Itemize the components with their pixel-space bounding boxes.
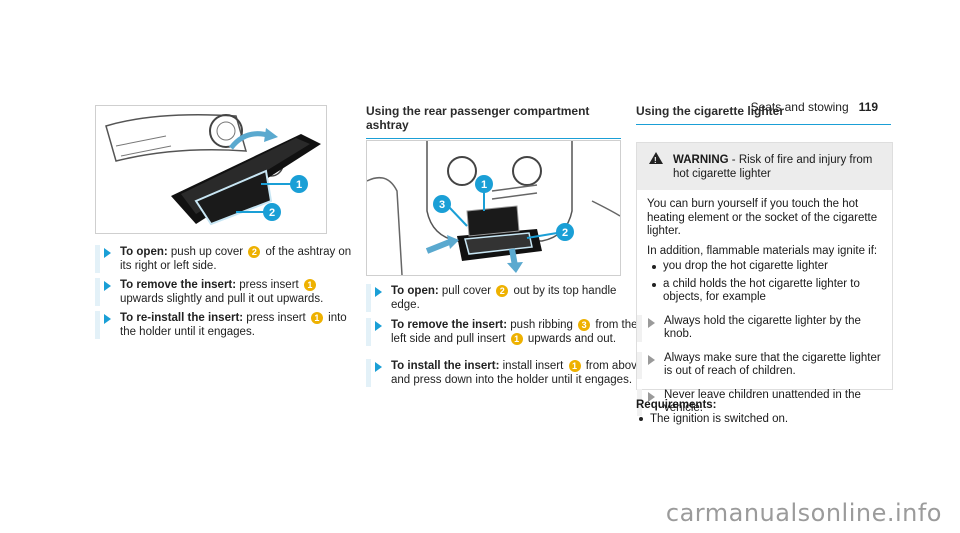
list-item: you drop the hot cigarette lighter <box>647 260 882 274</box>
watermark: carmanualsonline.info <box>665 499 942 527</box>
fig1-callout-1: 1 <box>296 179 302 191</box>
page-header: Seats and stowing 119 <box>751 100 878 114</box>
callout-number: 1 <box>310 311 323 324</box>
callout-number: 2 <box>496 284 509 297</box>
warning-paragraph-1: You can burn yourself if you touch the h… <box>647 198 878 237</box>
requirements-title: Requirements: <box>636 399 717 411</box>
warning-step: Always make sure that the cigarette ligh… <box>637 351 882 379</box>
warning-step: Always hold the cigarette lighter by the… <box>637 314 882 342</box>
col2-step-install: To install the insert: install insert 1 … <box>366 359 646 387</box>
section-name: Seats and stowing <box>750 100 849 114</box>
page-number: 119 <box>858 100 878 114</box>
fig2-callout-3: 3 <box>439 199 445 211</box>
step-arrow-icon <box>104 248 111 258</box>
section-title-cigarette-lighter: Using the cigarette lighter <box>636 104 891 125</box>
step-arrow-icon <box>648 317 655 328</box>
callout-number: 2 <box>248 245 261 258</box>
step-arrow-icon <box>648 354 655 365</box>
warning-bullet-list: you drop the hot cigarette lighter a chi… <box>647 260 882 305</box>
col1-step-open: To open: push up cover 2 of the ashtray … <box>95 245 352 273</box>
warning-paragraph-2: In addition, flammable materials may ign… <box>647 244 878 257</box>
section-title-rear-ashtray: Using the rear passenger compartment ash… <box>366 104 621 139</box>
col1-step-remove: To remove the insert: press insert 1 upw… <box>95 278 352 306</box>
warning-step: Never leave children unattended in the v… <box>637 388 882 416</box>
col1-step-reinstall: To re-install the insert: press insert 1… <box>95 311 352 339</box>
step-arrow-icon <box>375 321 382 331</box>
step-arrow-icon <box>648 391 655 402</box>
fig2-callout-2: 2 <box>562 227 568 239</box>
callout-number: 1 <box>303 278 316 291</box>
step-arrow-icon <box>104 314 111 324</box>
requirements-item: The ignition is switched on. <box>636 412 891 426</box>
fig1-callout-2: 2 <box>269 207 275 219</box>
ashtray-front-illustration: 1 2 <box>95 105 327 234</box>
fig2-callout-1: 1 <box>481 179 487 191</box>
step-arrow-icon <box>375 362 382 372</box>
warning-text: - Risk of fire and injury from hot cigar… <box>673 154 873 180</box>
warning-header: ! WARNING - Risk of fire and injury from… <box>637 143 892 190</box>
rear-ashtray-illustration: 1 2 3 <box>366 140 621 276</box>
callout-number: 1 <box>510 332 523 345</box>
callout-number: 1 <box>568 359 581 372</box>
col2-step-open: To open: pull cover 2 out by its top han… <box>366 284 646 312</box>
warning-box: ! WARNING - Risk of fire and injury from… <box>636 142 893 416</box>
requirements: Requirements: The ignition is switched o… <box>636 398 891 426</box>
warning-label: WARNING <box>673 154 729 166</box>
warning-triangle-icon: ! <box>649 152 663 165</box>
step-arrow-icon <box>375 287 382 297</box>
step-arrow-icon <box>104 281 111 291</box>
col2-step-remove: To remove the insert: push ribbing 3 fro… <box>366 318 646 346</box>
callout-number: 3 <box>578 318 591 331</box>
list-item: a child holds the hot cigarette lighter … <box>647 278 882 305</box>
